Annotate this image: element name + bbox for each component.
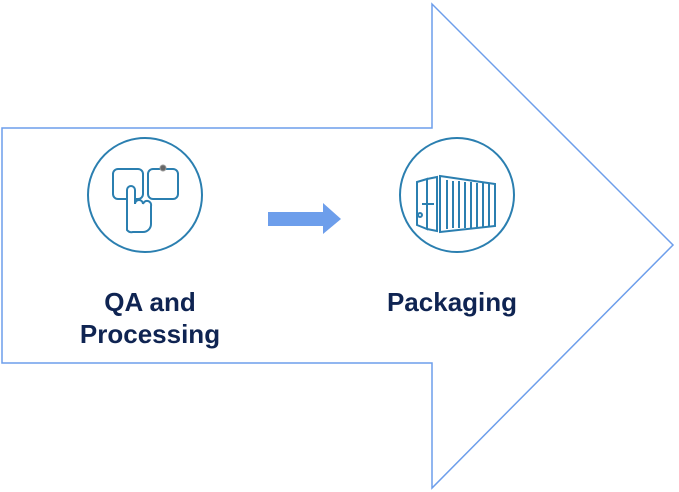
connector-arrow: [268, 203, 341, 234]
touch-select-icon: [87, 137, 203, 253]
shipping-container-icon: [399, 137, 515, 253]
step-label-packaging: Packaging: [386, 287, 518, 317]
step-label-qa: QA and Processing: [79, 287, 221, 349]
